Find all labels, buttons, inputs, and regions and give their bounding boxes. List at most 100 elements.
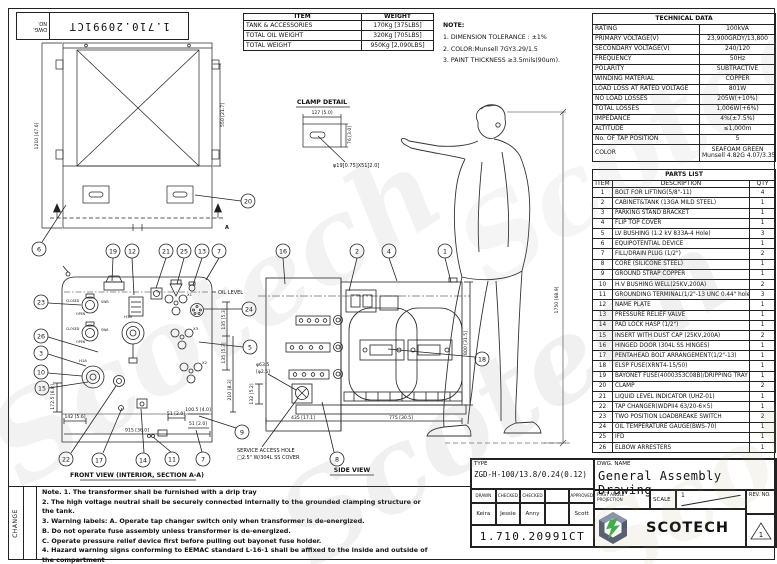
dwg-no-box: 1.710.20991CT DWG. NO. xyxy=(16,12,189,40)
type-cell: TYPE ZGD-H-100/13.8/0.24(0.12) xyxy=(471,459,594,490)
man-height-dim: 1750 [68.9] xyxy=(554,286,560,313)
bottom-note-line: 3. Warning labels: A. Operate tap change… xyxy=(42,517,365,526)
type-value: ZGD-H-100/13.8/0.24(0.12) xyxy=(474,470,587,479)
dwg-name-label: DWG. NAME xyxy=(597,461,631,467)
label-closed-swa: CLOSED xyxy=(66,327,80,331)
svg-text:24: 24 xyxy=(245,307,253,314)
sign-name: Scott xyxy=(569,503,594,526)
sign-role xyxy=(544,489,570,504)
dim-100: 100.5 [4.0] xyxy=(185,407,211,413)
front-view-balloons: 19 12 21 25 13 7 23 26 3 10 15 24 5 22 1… xyxy=(33,243,258,468)
label-open-swb: OPEN xyxy=(76,312,86,316)
technical-data-row: WINDING MATERIAL COPPER xyxy=(592,74,777,85)
color-line-2: Munsell 4.82G 4.07/3.35 xyxy=(702,152,776,159)
drawing-number: 1.710.20991CT xyxy=(471,525,594,547)
svg-text:1: 1 xyxy=(759,531,763,539)
label-x3: X3 xyxy=(193,326,199,331)
bottom-notes-area: Note. 1. The transformer shall be furnis… xyxy=(36,486,470,564)
sign-name: Jessie xyxy=(495,503,521,526)
weight-row: TOTAL OIL WEIGHT 320Kg [705LBS] xyxy=(243,30,434,42)
projection-label: FIRST ANGLE PROJECTION xyxy=(594,490,650,509)
dim-775: 775 [30.5] xyxy=(389,415,413,421)
parts-col-qty: QTY xyxy=(748,179,777,189)
svg-text:17: 17 xyxy=(95,458,103,465)
technical-data-row: FREQUENCY 50Hz xyxy=(592,54,777,65)
technical-data-row: PRIMARY VOLTAGE(V) 23,900GRDY/13,800 xyxy=(592,34,777,45)
side-view-balloons: 16 2 4 1 8 18 xyxy=(275,243,490,467)
clamp-dim-width: 127 [5.0] xyxy=(311,110,332,116)
dim-800: 800 [31.5] xyxy=(463,331,469,355)
parts-row: 21 LIQUID LEVEL INDICATOR (UHZ-01) 1 xyxy=(592,391,777,403)
parts-row: 3 PARKING STAND BRACKET 1 xyxy=(592,207,777,219)
label-h1b: H1B xyxy=(124,314,132,319)
revision-column xyxy=(23,486,37,559)
color-line-1: SEAFOAM GREEN xyxy=(711,145,764,153)
parts-row: 12 NAME PLATE 1 xyxy=(592,299,777,311)
parts-row: 9 GROUND STRAP COPPER 1 xyxy=(592,268,777,280)
svg-text:2: 2 xyxy=(355,249,359,256)
dim-51b: 51 [2.0] xyxy=(189,421,207,427)
front-view xyxy=(47,257,244,481)
bottom-note-line: C. Operate pressure relief device first … xyxy=(42,536,322,545)
technical-data-row: IMPEDANCE 4%(±7.5%) xyxy=(592,114,777,125)
parts-col-desc: DESCRIPTION xyxy=(612,179,750,189)
side-view xyxy=(255,257,570,476)
parts-row: 8 CORE (SILICONE STEEL) 1 xyxy=(592,258,777,270)
parts-col-item: ITEM xyxy=(592,179,613,189)
label-swa: SWA xyxy=(101,328,109,332)
parts-row: 19 BAYONET FUSE(4000353C08B)/DRIPPING TR… xyxy=(592,370,777,382)
parts-row: 18 ELSP FUSE(XRNT4-15/50) 1 xyxy=(592,360,777,372)
parts-list-table: PARTS LIST ITEM DESCRIPTION QTY 1 BOLT F… xyxy=(591,169,777,454)
dim-hole-2: [φ2.5] xyxy=(256,369,270,375)
parts-list-title: PARTS LIST xyxy=(591,169,777,181)
label-closed-swb: CLOSED xyxy=(66,299,80,303)
section-label-a: A xyxy=(225,225,229,231)
oil-level-label: OIL LEVEL xyxy=(218,290,243,296)
parts-row: 11 GROUNDING TERMINAL(1/2"-13 UNC 0.44" … xyxy=(592,289,777,301)
technical-data-row: ALTITUDE ≤1,000m xyxy=(592,124,777,135)
svg-text:18: 18 xyxy=(478,357,486,364)
top-view xyxy=(41,42,242,243)
dim-142: 142 [5.6] xyxy=(64,414,85,420)
svg-text:4: 4 xyxy=(387,249,391,256)
change-column: CHANGE xyxy=(8,486,24,559)
parts-row: 6 EQUIPOTENTIAL DEVICE 1 xyxy=(592,238,777,250)
scale-diagonal xyxy=(681,494,741,507)
technical-data-color-row: COLOR SEAFOAM GREEN Munsell 4.82G 4.07/3… xyxy=(592,144,777,162)
sign-role: CHECKED xyxy=(495,489,521,504)
callout-balloon: 6 xyxy=(31,241,47,257)
dim-435: 435 [17.1] xyxy=(291,415,315,421)
weight-col-weight: WEIGHT xyxy=(361,12,434,22)
dim-135b: 135 [5.3] xyxy=(221,342,227,363)
scale-label: SCALE xyxy=(650,490,676,509)
technical-data-body: RATING 100kVA PRIMARY VOLTAGE(V) 23,900G… xyxy=(592,24,777,145)
svg-text:12: 12 xyxy=(128,249,136,256)
svg-text:7: 7 xyxy=(217,249,221,256)
bottom-note-line: Note. 1. The transformer shall be furnis… xyxy=(42,488,257,496)
scotech-logo xyxy=(599,512,627,544)
dwg-no-label: DWG. NO. xyxy=(17,13,50,39)
parts-row: 5 LV BUSHING (1.2 kV 833A-4 Hole) 3 xyxy=(592,228,777,240)
bottom-note-line: B. Do not operate fuse assembly unless t… xyxy=(42,526,291,535)
brand-row: SCOTECH xyxy=(594,509,746,547)
sign-name xyxy=(544,503,570,526)
dim-132: 132 [5.2] xyxy=(249,383,255,404)
label-h1a: H1A xyxy=(79,358,87,363)
technical-data-row: LOAD LOSS AT RATED VOLTAGE 801W xyxy=(592,84,777,95)
svg-text:14: 14 xyxy=(139,458,147,465)
svg-text:8: 8 xyxy=(335,457,339,464)
svg-text:16: 16 xyxy=(279,249,287,256)
svg-text:25: 25 xyxy=(180,249,188,256)
callout-balloon: 20 xyxy=(240,193,256,209)
label-swb: SWB xyxy=(101,300,109,304)
parts-row: 24 OIL TEMPERATURE GAUGE(BWS-70) 1 xyxy=(592,421,777,433)
service-access-note-2: □2.5" W/304L SS COVER xyxy=(237,455,300,461)
svg-text:15: 15 xyxy=(38,386,46,393)
svg-text:10: 10 xyxy=(37,370,45,377)
parts-row: 7 FILL/DRAIN PLUG (1/2") 2 xyxy=(592,248,777,260)
svg-text:26: 26 xyxy=(37,334,45,341)
parts-row: 1 BOLT FOR LIFTING(5/8"-11) 4 xyxy=(592,187,777,199)
general-notes: NOTE: 1. DIMENSION TOLERANCE : ±1%2. COL… xyxy=(443,20,593,67)
